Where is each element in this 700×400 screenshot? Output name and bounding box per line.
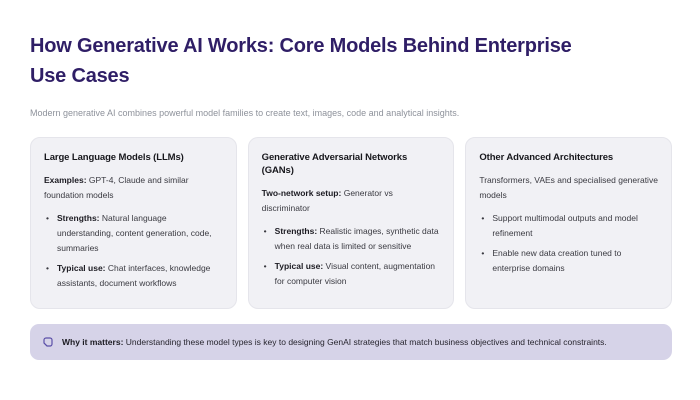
card-title: Other Advanced Architectures: [479, 152, 614, 163]
list-item: Strengths: Natural language understandin…: [44, 211, 224, 256]
bullet-label: Typical use:: [57, 263, 106, 273]
card-other-advanced-architectures: Other Advanced Architectures Transformer…: [465, 137, 673, 309]
card-bullet-list: Support multimodal outputs and model ref…: [479, 211, 659, 276]
card-intro: Transformers, VAEs and specialised gener…: [479, 173, 659, 203]
list-item: Typical use: Visual content, augmentatio…: [262, 259, 442, 289]
list-item: Strengths: Realistic images, synthetic d…: [262, 224, 442, 254]
card-intro: Examples: GPT-4, Claude and similar foun…: [44, 173, 224, 203]
card-title: Generative Adversarial Networks (GANs): [261, 152, 408, 176]
callout-text: Why it matters: Understanding these mode…: [62, 335, 607, 349]
bullet-label: Typical use:: [274, 261, 324, 271]
model-cards-row: Large Language Models (LLMs) Examples: G…: [30, 137, 673, 309]
page-subtitle: Modern generative AI combines powerful m…: [30, 108, 460, 118]
bullet-text: Support multimodal outputs and model ref…: [492, 213, 638, 238]
bullet-text: Natural language understanding, content …: [57, 213, 212, 253]
list-item: Enable new data creation tuned to enterp…: [479, 246, 659, 276]
bullet-text: Realistic images, synthetic data when re…: [274, 226, 439, 251]
page-title: How Generative AI Works: Core Models Beh…: [30, 35, 572, 87]
card-intro-label: Examples:: [44, 175, 87, 185]
bullet-text: Visual content, augmentation for compute…: [274, 261, 436, 286]
card-bullet-list: Strengths: Natural language understandin…: [44, 211, 224, 291]
callout-label: Why it matters:: [62, 337, 124, 347]
bullet-label: Strengths:: [274, 226, 318, 236]
note-icon: [42, 336, 54, 348]
card-intro: Two-network setup: Generator vs discrimi…: [262, 186, 442, 216]
card-large-language-models: Large Language Models (LLMs) Examples: G…: [30, 137, 237, 309]
card-bullet-list: Strengths: Realistic images, synthetic d…: [262, 224, 442, 289]
card-intro-text: Generator vs discriminator: [261, 188, 393, 213]
why-it-matters-callout: Why it matters: Understanding these mode…: [30, 324, 672, 360]
card-generative-adversarial-networks: Generative Adversarial Networks (GANs) T…: [247, 137, 455, 309]
card-intro-text: Transformers, VAEs and specialised gener…: [479, 175, 658, 200]
card-intro-text: GPT-4, Claude and similar foundation mod…: [44, 175, 189, 200]
callout-body: Understanding these model types is key t…: [125, 337, 607, 347]
bullet-text: Enable new data creation tuned to enterp…: [492, 248, 622, 273]
list-item: Support multimodal outputs and model ref…: [479, 211, 659, 241]
page: How Generative AI Works: Core Models Beh…: [0, 0, 700, 360]
bullet-text: Chat interfaces, knowledge assistants, d…: [57, 263, 211, 288]
bullet-label: Strengths:: [57, 213, 100, 223]
card-intro-label: Two-network setup:: [261, 188, 342, 198]
card-title: Large Language Models (LLMs): [44, 152, 184, 163]
list-item: Typical use: Chat interfaces, knowledge …: [44, 261, 224, 291]
